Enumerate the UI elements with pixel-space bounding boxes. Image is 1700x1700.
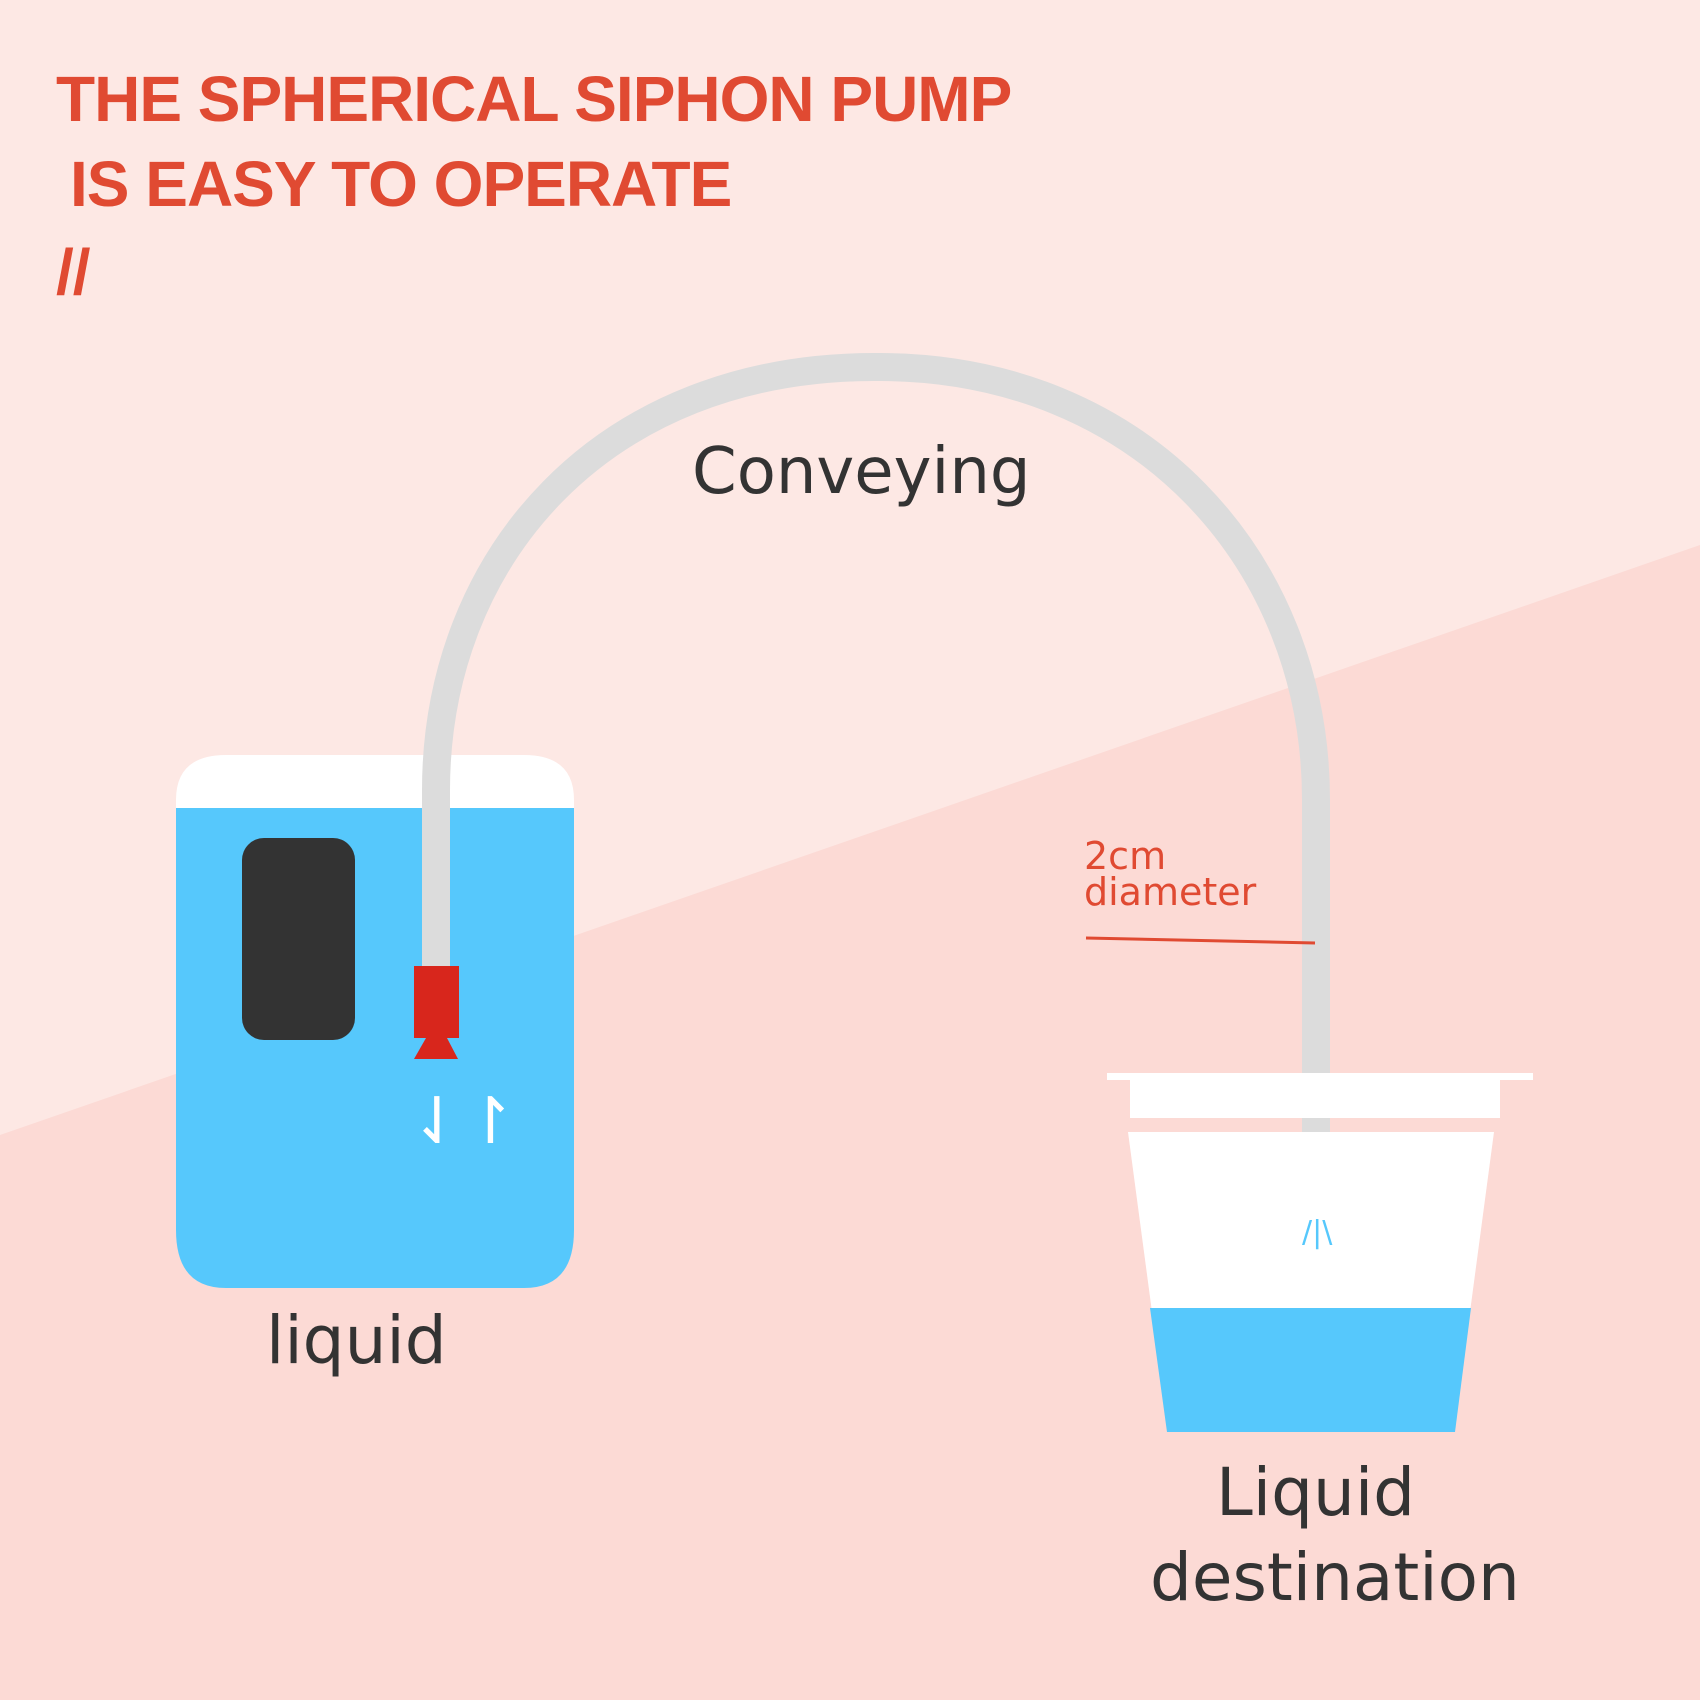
tube-diameter-label-line-2: diameter <box>1084 870 1257 914</box>
destination-label-line-1: Liquid <box>1216 1454 1416 1531</box>
intake-valve <box>414 966 459 1059</box>
spray-icon: /|\ <box>1302 1215 1333 1250</box>
source-container-liquid <box>176 808 574 1288</box>
valve-nozzle <box>414 1038 458 1059</box>
siphon-tube <box>422 352 1330 1196</box>
source-container <box>176 755 574 1288</box>
conveying-label: Conveying <box>692 435 1031 509</box>
pump-display-panel <box>242 838 355 1040</box>
page-title-line-1: THE SPHERICAL SIPHON PUMP <box>56 63 1012 135</box>
tube-diameter-label-line-1: 2cm <box>1084 834 1167 878</box>
diameter-pointer-line <box>1085 936 1316 945</box>
cup-rim <box>1107 1073 1533 1080</box>
destination-label-line-2: destination <box>1150 1539 1520 1616</box>
destination-cup <box>1107 1073 1533 1432</box>
cup-liquid <box>1150 1308 1471 1432</box>
flow-arrows-icon: ⇃↾ <box>410 1085 518 1159</box>
page-title-line-2: IS EASY TO OPERATE <box>70 148 732 220</box>
source-container-lid <box>176 755 574 808</box>
cup-collar <box>1130 1080 1500 1118</box>
source-liquid-label: liquid <box>266 1302 447 1379</box>
valve-body <box>414 966 459 1038</box>
title-slashes: // <box>56 236 91 308</box>
